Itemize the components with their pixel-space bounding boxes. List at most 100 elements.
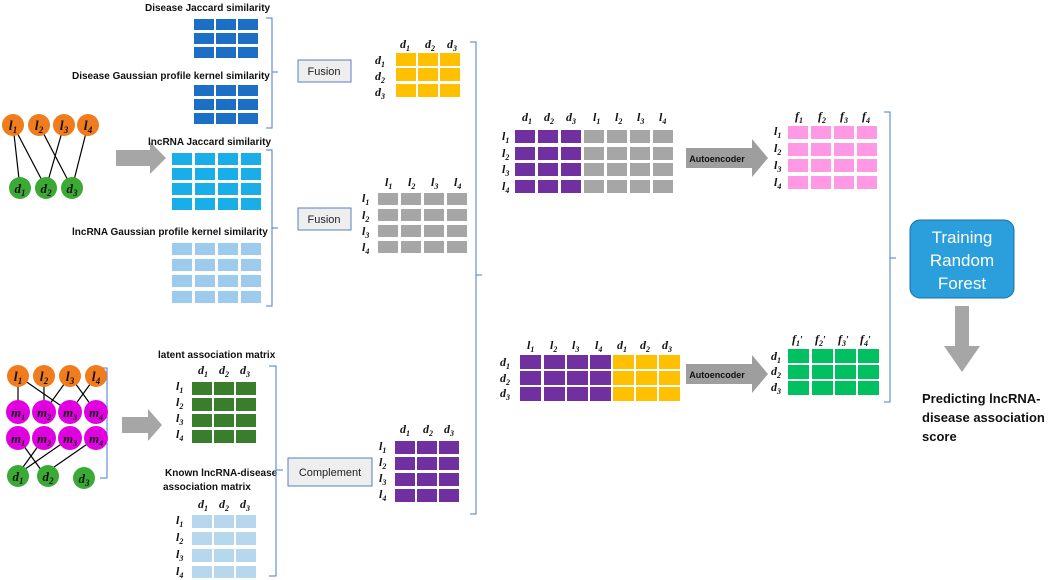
lncrna-jaccard-label: lncRNA Jaccard similarity (148, 137, 271, 148)
lncrna-feature-matrix: d1 d2 d3 l1 l2 l3 l4 l1 l2 l3 l4 (502, 110, 673, 195)
node-l4: l4 (77, 114, 99, 136)
disease-gaussian-matrix (194, 85, 258, 124)
svg-text:l4: l4 (595, 338, 602, 354)
fusion-button-mid-label: Fusion (307, 214, 340, 226)
node-l3: l3 (53, 114, 75, 136)
svg-text:d1: d1 (198, 363, 208, 379)
svg-text:l2: l2 (774, 141, 781, 157)
svg-text:d2: d2 (425, 37, 435, 53)
node-l2: l2 (28, 114, 50, 136)
svg-text:l1: l1 (774, 124, 781, 140)
svg-text:d3: d3 (566, 110, 576, 126)
autoencoder-arrow-bottom[interactable]: Autoencoder (686, 355, 768, 393)
svg-text:l3: l3 (502, 162, 509, 178)
known-association-matrix: d1 d2 d3 l1 l2 l3 l4 (176, 497, 256, 580)
svg-text:l1: l1 (9, 119, 17, 135)
svg-text:l2: l2 (408, 175, 415, 191)
svg-text:l2: l2 (176, 530, 183, 546)
svg-text:f1: f1 (795, 109, 803, 125)
svg-text:d2: d2 (500, 371, 510, 387)
complement-button-label: Complement (299, 467, 361, 479)
svg-text:d1: d1 (198, 497, 208, 513)
node-d1: d1 (9, 177, 31, 199)
svg-text:l3: l3 (774, 158, 781, 174)
fusion-button-top[interactable]: Fusion (297, 59, 352, 83)
svg-text:l1: l1 (502, 129, 509, 145)
svg-text:d3: d3 (662, 338, 672, 354)
svg-text:f3: f3 (840, 109, 848, 125)
lncrna-mirna-disease-graph: l1 l2 l3 l4 m1 m2 m3 m4 m1 m2 m3 m4 d1 d… (6, 365, 108, 489)
svg-text:l4: l4 (379, 487, 386, 503)
svg-text:d2: d2 (219, 363, 229, 379)
rf-label-line1: Training (932, 228, 993, 247)
disease-jaccard-matrix (194, 19, 258, 58)
svg-text:d3: d3 (771, 380, 781, 396)
svg-text:d1: d1 (500, 355, 510, 371)
svg-text:l3: l3 (176, 411, 183, 427)
svg-text:l4: l4 (502, 179, 509, 195)
prediction-label-1: Predicting lncRNA- (922, 391, 1040, 406)
svg-text:l1: l1 (527, 338, 534, 354)
svg-text:l2: l2 (40, 370, 49, 386)
node-d3: d3 (61, 177, 83, 199)
svg-text:d1: d1 (13, 469, 24, 486)
svg-text:l1: l1 (379, 439, 386, 455)
known-matrix-label-1: Known lncRNA-disease (165, 468, 278, 479)
svg-text:d2: d2 (41, 181, 53, 198)
svg-text:d3: d3 (375, 85, 385, 101)
autoencoder-label-bottom: Autoencoder (689, 370, 745, 380)
disease-jaccard-label: Disease Jaccard similarity (145, 3, 271, 14)
arrow-rf-to-prediction (944, 306, 980, 372)
brace-disease (100, 17, 896, 577)
svg-text:l4: l4 (362, 240, 369, 256)
autoencoder-label-top: Autoencoder (689, 154, 745, 164)
training-random-forest-box[interactable]: Training Random Forest (909, 219, 1015, 299)
svg-text:d2: d2 (640, 338, 650, 354)
svg-text:d3: d3 (447, 37, 457, 53)
svg-text:l3: l3 (60, 119, 69, 135)
svg-text:l3: l3 (66, 370, 75, 386)
latent-matrix-label: latent association matrix (158, 350, 276, 361)
svg-text:l2: l2 (176, 395, 183, 411)
svg-text:d3: d3 (240, 363, 250, 379)
svg-text:l2: l2 (502, 146, 509, 162)
svg-text:d1: d1 (771, 349, 781, 365)
autoencoder-arrow-top[interactable]: Autoencoder (686, 139, 768, 177)
svg-text:l4: l4 (774, 175, 781, 191)
svg-text:d1: d1 (400, 422, 410, 438)
svg-text:l2: l2 (362, 208, 369, 224)
complemented-association-matrix: d1 d2 d3 l1 l2 l3 l4 (379, 422, 459, 503)
known-matrix-label-2: association matrix (163, 482, 251, 493)
svg-text:f4′: f4′ (860, 332, 871, 348)
fusion-button-mid[interactable]: Fusion (297, 207, 352, 231)
fused-disease-matrix: d1 d2 d3 d1 d2 d3 (375, 37, 460, 101)
node-d2: d2 (35, 177, 57, 199)
svg-text:l3: l3 (572, 338, 579, 354)
disease-gaussian-label: Disease Gaussian profile kernel similari… (72, 71, 270, 82)
svg-text:l2: l2 (35, 119, 44, 135)
svg-text:d3: d3 (240, 497, 250, 513)
svg-text:l4: l4 (92, 370, 101, 386)
svg-text:l1: l1 (176, 379, 183, 395)
svg-text:l1: l1 (176, 513, 183, 529)
rf-label-line3: Forest (938, 274, 986, 293)
lncrna-jaccard-matrix (172, 153, 261, 210)
svg-text:d3: d3 (79, 471, 91, 488)
prediction-label-2: disease association (922, 410, 1045, 425)
svg-text:d2: d2 (544, 110, 554, 126)
disease-encoded-features: f1′ f2′ f3′ f4′ d1 d2 d3 (771, 332, 879, 396)
svg-text:d1: d1 (617, 338, 627, 354)
node-l1: l1 (2, 114, 24, 136)
svg-text:l4: l4 (84, 119, 93, 135)
svg-text:l1: l1 (362, 191, 369, 207)
svg-text:f2: f2 (818, 109, 826, 125)
svg-text:l1: l1 (593, 110, 600, 126)
lncrna-gaussian-label: lncRNA Gaussian profile kernel similarit… (72, 227, 268, 238)
svg-text:l4: l4 (176, 564, 183, 580)
complement-button[interactable]: Complement (287, 457, 373, 487)
prediction-label-3: score (922, 429, 957, 444)
arrow-graph-to-latent (122, 409, 162, 441)
lncrna-disease-graph-top: l1 l2 l3 l4 d1 d2 d3 (2, 114, 99, 199)
svg-text:l3: l3 (379, 471, 386, 487)
